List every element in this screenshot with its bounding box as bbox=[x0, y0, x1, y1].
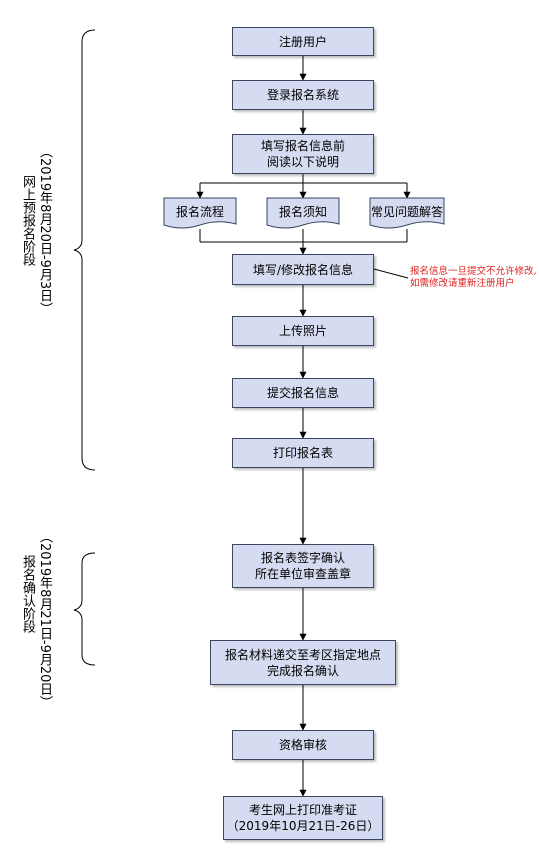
doc-shape-notice bbox=[266, 197, 340, 229]
stage2-dates: （2019年8月21日-9月20日） bbox=[37, 530, 52, 709]
stage1-dates: （2019年8月20日-9月3日） bbox=[37, 145, 52, 316]
step-deliver-confirm: 报名材料递交至考区指定地点 完成报名确认 bbox=[210, 640, 396, 685]
doc-shape-faq bbox=[369, 197, 445, 229]
step-fill-info: 填写/修改报名信息 bbox=[232, 254, 374, 285]
step-print-admission: 考生网上打印准考证 （2019年10月21日-26日） bbox=[223, 796, 383, 840]
step-submit-info: 提交报名信息 bbox=[232, 378, 374, 408]
stage2-brace bbox=[73, 552, 96, 666]
doc-notice: 报名须知 bbox=[278, 205, 327, 219]
note-leader bbox=[373, 268, 409, 279]
stage1-label: 网上预报名阶段 bbox=[20, 175, 35, 266]
doc-process: 报名流程 bbox=[175, 205, 224, 219]
step-register-user: 注册用户 bbox=[232, 27, 374, 56]
step-sign-stamp: 报名表签字确认 所在单位审查盖章 bbox=[232, 544, 374, 588]
doc-shape-process bbox=[163, 197, 237, 229]
step-read-instructions: 填写报名信息前 阅读以下说明 bbox=[232, 134, 374, 174]
step-upload-photo: 上传照片 bbox=[232, 316, 374, 346]
doc-faq: 常见问题解答 bbox=[370, 205, 443, 219]
step-print-form: 打印报名表 bbox=[232, 438, 374, 468]
step-login-system: 登录报名系统 bbox=[232, 80, 374, 110]
stage1-brace bbox=[73, 29, 96, 471]
note-no-modify: 报名信息一旦提交不允许修改, 如需修改请重新注册用户 bbox=[410, 266, 537, 289]
step-qualification-review: 资格审核 bbox=[232, 730, 374, 760]
stage2-label: 报名确认阶段 bbox=[20, 555, 35, 633]
